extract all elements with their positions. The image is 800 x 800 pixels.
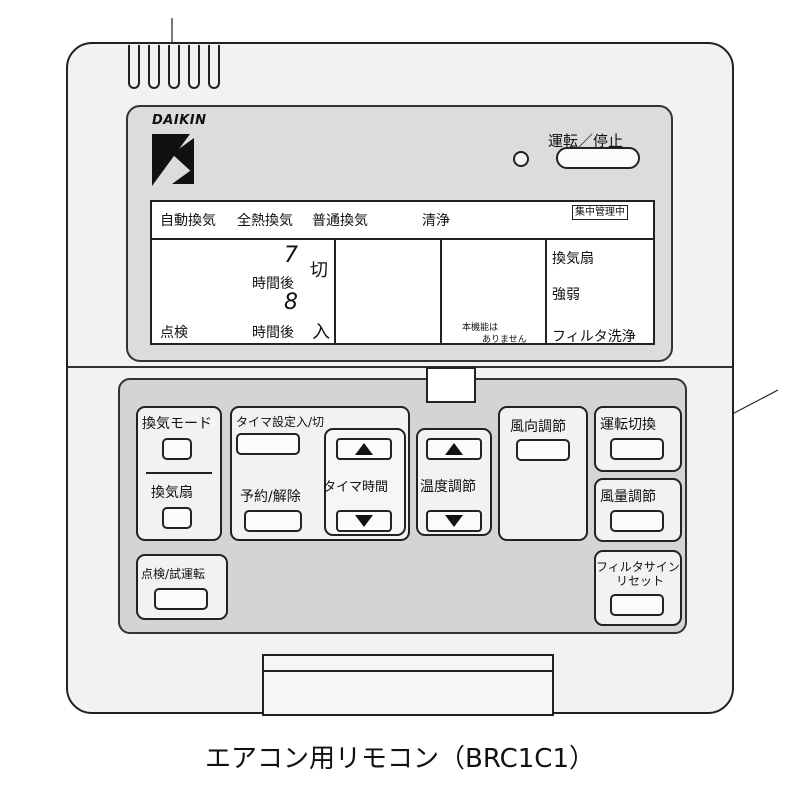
lcd-divider [440, 240, 442, 345]
timer-hours-label: タイマ時間 [323, 480, 389, 495]
operation-lamp [513, 151, 529, 167]
vent-slot [148, 45, 160, 89]
timer-hours-up-button[interactable] [336, 438, 392, 460]
not-available-line1: 本機能は [462, 323, 499, 333]
figure-caption: エアコン用リモコン（BRC1C1） [204, 744, 595, 774]
up-arrow-icon [445, 443, 463, 455]
lcd-cleaning: 清浄 [422, 213, 450, 229]
down-arrow-icon [355, 515, 373, 527]
brand-logo-text: DAIKIN [152, 113, 207, 128]
on-off-label: 運転／停止 [548, 132, 624, 150]
reserve-cancel-label: 予約/解除 [240, 489, 301, 505]
on-off-button[interactable] [556, 147, 640, 169]
reserve-cancel-button[interactable] [244, 510, 302, 532]
inspection-test-group [136, 554, 228, 620]
timer-off-suffix: 切 [310, 260, 328, 281]
lcd-filter-cleaning: フィルタ洗浄 [552, 329, 636, 345]
vent-fan-label: 換気扇 [151, 485, 193, 501]
vent-slot [128, 45, 140, 89]
daikin-logo-icon [152, 134, 194, 186]
vent-fan-button[interactable] [162, 507, 192, 529]
timer-off-value: 7 [284, 243, 298, 268]
timer-set-button[interactable] [236, 433, 300, 455]
lcd-divider [545, 240, 547, 345]
lcd-screen [150, 200, 655, 345]
timer-on-suffix: 入 [312, 322, 330, 343]
vent-slot [168, 45, 180, 89]
temperature-down-button[interactable] [426, 510, 482, 532]
fan-speed-button[interactable] [610, 510, 664, 532]
lcd-mode-heat-exchange: 全熱換気 [237, 213, 293, 229]
vent-mode-button[interactable] [162, 438, 192, 460]
filter-sign-reset-button[interactable] [610, 594, 664, 616]
timer-on-hours-label: 時間後 [252, 325, 294, 341]
battery-cover [262, 654, 554, 716]
vent-mode-label: 換気モード [142, 416, 212, 432]
operation-mode-button[interactable] [610, 438, 664, 460]
lcd-mode-bypass: 普通換気 [312, 213, 368, 229]
timer-hours-down-button[interactable] [336, 510, 392, 532]
lcd-fan-strength: 強弱 [552, 287, 580, 303]
cover-notch [426, 367, 476, 403]
vent-slot [188, 45, 200, 89]
inspection-test-label: 点検/試運転 [141, 567, 206, 581]
lcd-top-row [150, 200, 655, 240]
operation-mode-label: 運転切換 [600, 417, 656, 433]
battery-cover-edge [262, 670, 554, 672]
lcd-divider [334, 240, 336, 345]
airflow-direction-label: 風向調節 [510, 419, 566, 435]
operation-mode-group [594, 406, 682, 472]
inspection-test-button[interactable] [154, 588, 208, 610]
temperature-up-button[interactable] [426, 438, 482, 460]
not-available-line2: ありません [482, 335, 527, 345]
up-arrow-icon [355, 443, 373, 455]
timer-off-hours-label: 時間後 [252, 276, 294, 292]
vent-group-divider [146, 472, 212, 474]
vent-slot [208, 45, 220, 89]
filter-sign-reset-label-2: リセット [616, 574, 665, 588]
fan-speed-label: 風量調節 [600, 489, 656, 505]
cover-edge [68, 366, 732, 368]
airflow-direction-button[interactable] [516, 439, 570, 461]
airflow-direction-group [498, 406, 588, 541]
filter-sign-reset-label-1: フィルタサイン [596, 560, 680, 574]
central-control-badge: 集中管理中 [572, 205, 628, 220]
timer-on-value: 8 [284, 290, 298, 315]
lcd-fan-label: 換気扇 [552, 251, 594, 267]
temperature-label: 温度調節 [420, 479, 476, 495]
timer-set-label: タイマ設定入/切 [236, 415, 325, 429]
down-arrow-icon [445, 515, 463, 527]
lcd-inspection: 点検 [160, 325, 188, 341]
lcd-mode-auto: 自動換気 [160, 213, 216, 229]
